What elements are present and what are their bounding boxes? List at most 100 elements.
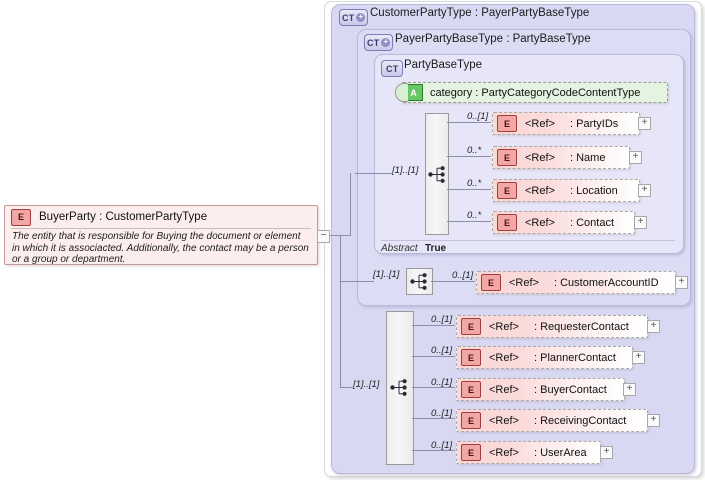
expand-toggle-requestercontact[interactable]: + [647,320,660,333]
element-badge-icon: E [11,208,31,226]
root-element-divider [11,228,311,229]
element-name-label: : BuyerContact [534,383,607,396]
connector-seq2-in [348,281,374,282]
sequence-icon [428,166,445,183]
element-ref-label: <Ref> [489,414,519,427]
element-ref-label: <Ref> [489,383,519,396]
complextype-badge-partybasetype[interactable]: CT [381,60,404,77]
cardinality-customeraccountid: 0..[1] [452,270,474,281]
expand-toggle-receivingcontact[interactable]: + [647,414,660,427]
connector-spine-lower [340,235,341,388]
connector-name [447,156,491,157]
expand-toggle-userarea[interactable]: + [600,446,613,459]
cardinality-partyids: 0..[1] [467,111,489,122]
abstract-value: True [425,243,447,254]
attribute-label: category : PartyCategoryCodeContentType [430,86,641,99]
element-badge-icon: E [461,444,481,461]
ct-badge-text: CT [342,12,355,23]
connector-seq1-in [355,173,393,174]
attribute-left-cap [395,83,408,102]
expand-toggle-name[interactable]: + [629,151,642,164]
element-badge-icon: E [497,214,517,231]
connector-buyercontact [412,387,455,388]
root-element-header: E BuyerParty : CustomerPartyType [5,206,317,228]
sequence-compositor-customer-account[interactable] [406,268,433,295]
element-ref-label: <Ref> [509,276,539,289]
connector-plannercontact [412,356,455,357]
element-name[interactable]: E <Ref> : Name [492,146,630,169]
complextype-title-payerpartybasetype: PayerPartyBaseType : PartyBaseType [395,33,591,45]
cardinality-userarea: 0..[1] [431,440,453,451]
expand-toggle-customeraccountid[interactable]: + [675,276,688,289]
cardinality-buyercontact: 0..[1] [431,377,453,388]
element-name-label: : CustomerAccountID [554,276,659,289]
expand-plus-icon[interactable]: + [381,38,391,47]
cardinality-location: 0..* [467,178,482,189]
element-customeraccountid[interactable]: E <Ref> : CustomerAccountID [476,271,676,294]
element-requestercontact[interactable]: E <Ref> : RequesterContact [456,315,648,338]
expand-toggle-location[interactable]: + [638,184,651,197]
element-ref-label: <Ref> [489,320,519,333]
element-name-label: : RequesterContact [534,320,629,333]
element-badge-icon: E [497,149,517,166]
element-name-label: : ReceivingContact [534,414,627,427]
element-userarea[interactable]: E <Ref> : UserArea [456,441,601,464]
element-badge-icon: E [461,318,481,335]
element-ref-label: <Ref> [525,117,555,130]
element-buyercontact[interactable]: E <Ref> : BuyerContact [456,378,625,401]
element-badge-icon: E [461,349,481,366]
connector-requestercontact [412,325,455,326]
element-name-label: : UserArea [534,446,587,459]
cardinality-contact: 0..* [467,210,482,221]
cardinality-requestercontact: 0..[1] [431,314,453,325]
element-ref-label: <Ref> [489,446,519,459]
connector-location [447,189,491,190]
root-element-title: BuyerParty : CustomerPartyType [39,211,208,223]
root-element-documentation: The entity that is responsible for Buyin… [12,231,309,265]
element-badge-icon: E [497,115,517,132]
connector-spine-upper [350,173,351,236]
element-badge-icon: E [461,381,481,398]
complextype-badge-customerpartytype[interactable]: CT+ [339,9,369,26]
sequence-compositor-party-base[interactable] [425,113,449,235]
sequence-icon [390,379,407,396]
element-location[interactable]: E <Ref> : Location [492,179,640,202]
element-badge-icon: E [461,412,481,429]
cardinality-receivingcontact: 0..[1] [431,408,453,419]
expand-plus-icon[interactable]: + [356,13,366,22]
expand-toggle-plannercontact[interactable]: + [632,351,645,364]
complextype-title-partybasetype: PartyBaseType [404,59,482,71]
connector-receivingcontact [412,418,455,419]
element-name-label: : Location [570,184,618,197]
complextype-badge-payerpartybasetype[interactable]: CT+ [364,34,394,51]
element-name-label: : Contact [570,216,615,229]
connector-contact [447,221,491,222]
element-ref-label: <Ref> [489,351,519,364]
connector-spine-to-seq2 [340,281,349,282]
cardinality-plannercontact: 0..[1] [431,345,453,356]
element-ref-label: <Ref> [525,184,555,197]
element-contact[interactable]: E <Ref> : Contact [492,211,635,234]
expand-toggle-buyercontact[interactable]: + [623,383,636,396]
abstract-divider [381,240,675,241]
element-partyids[interactable]: E <Ref> : PartyIDs [492,112,640,135]
ct-badge-text: CT [367,37,380,48]
element-badge-icon: E [497,182,517,199]
element-ref-label: <Ref> [525,151,555,164]
expand-toggle-partyids[interactable]: + [638,117,651,130]
element-plannercontact[interactable]: E <Ref> : PlannerContact [456,346,633,369]
cardinality-customer-account-sequence: [1]..[1] [373,269,400,280]
abstract-label: Abstract [381,243,418,254]
cardinality-customer-party-sequence: [1]..[1] [353,379,380,390]
element-receivingcontact[interactable]: E <Ref> : ReceivingContact [456,409,648,432]
ct-badge-text: CT [386,63,399,74]
element-name-label: : Name [570,151,606,164]
element-name-label: : PlannerContact [534,351,616,364]
root-element-buyerparty[interactable]: E BuyerParty : CustomerPartyType The ent… [4,205,318,265]
attribute-category[interactable]: A category : PartyCategoryCodeContentTyp… [395,82,668,103]
expand-toggle-contact[interactable]: + [634,216,647,229]
connector-partyids [447,122,491,123]
collapse-toggle-buyerparty[interactable]: − [317,230,330,243]
sequence-compositor-customer-party[interactable] [386,311,414,465]
